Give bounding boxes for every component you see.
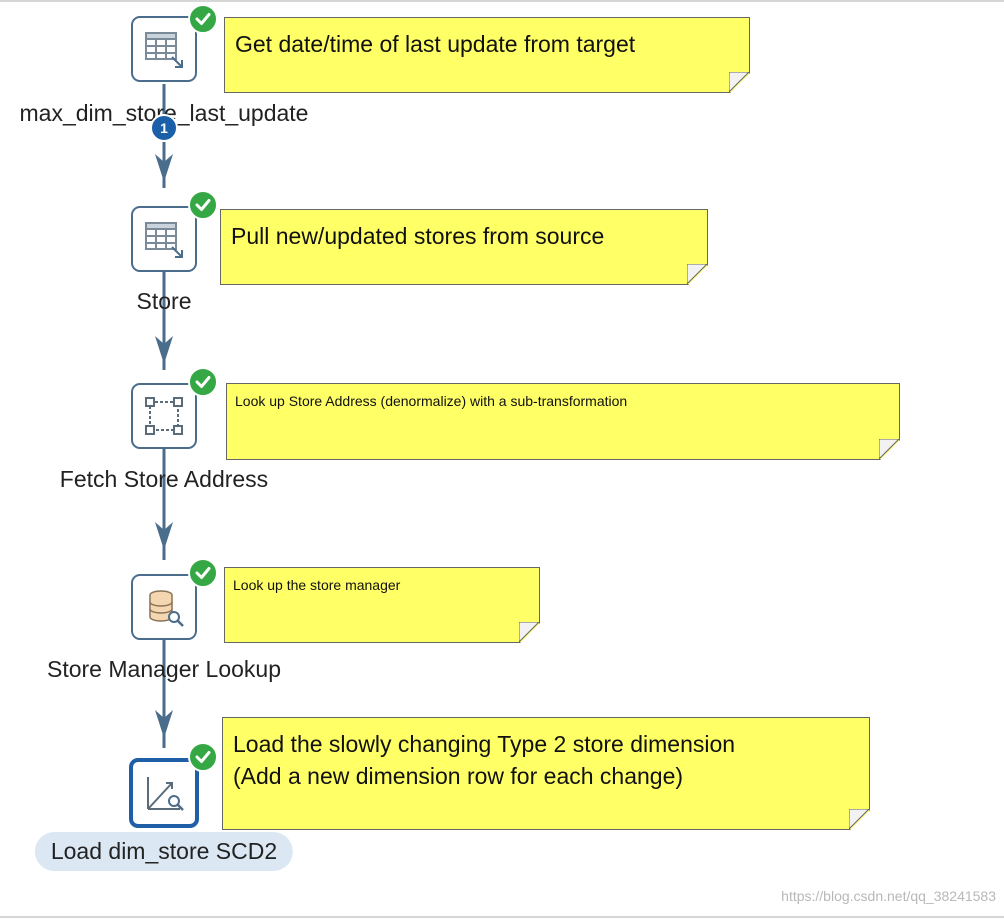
step-label-store-manager-lookup[interactable]: Store Manager Lookup: [47, 656, 281, 682]
note-fold-corner: [687, 264, 707, 284]
note-lookup-manager[interactable]: Look up the store manager: [224, 567, 540, 643]
table-input-icon: [145, 32, 183, 68]
note-lookup-address[interactable]: Look up Store Address (denormalize) with…: [226, 383, 900, 460]
note-fold-corner: [729, 72, 749, 92]
note-fold-corner: [519, 622, 539, 642]
success-check-icon: [188, 742, 218, 772]
note-text: Get date/time of last update from target: [235, 31, 636, 57]
step-label-fetch-store-address[interactable]: Fetch Store Address: [59, 466, 269, 492]
note-load-scd2[interactable]: Load the slowly changing Type 2 store di…: [222, 717, 870, 830]
success-check-icon: [188, 4, 218, 34]
success-check-icon: [188, 190, 218, 220]
step-store-manager-lookup[interactable]: [131, 574, 197, 640]
note-get-last-update[interactable]: Get date/time of last update from target: [224, 17, 750, 93]
note-fold-corner: [849, 809, 869, 829]
note-pull-stores[interactable]: Pull new/updated stores from source: [220, 209, 708, 285]
table-input-icon: [145, 222, 183, 258]
step-label-load-dim-store-scd2[interactable]: Load dim_store SCD2: [34, 832, 294, 871]
success-check-icon: [188, 558, 218, 588]
hop-arrow-2: [155, 336, 173, 364]
hop-arrow-1: [155, 154, 173, 182]
note-text: Look up Store Address (denormalize) with…: [235, 393, 628, 409]
dimension-lookup-icon: [147, 777, 184, 811]
step-load-dim-store-scd2[interactable]: [129, 758, 199, 828]
mapping-icon: [145, 397, 183, 435]
database-lookup-icon: [149, 590, 184, 627]
step-max-dim-store-last-update[interactable]: [131, 16, 197, 82]
step-store[interactable]: [131, 206, 197, 272]
hop-info-badge[interactable]: 1: [150, 114, 178, 142]
step-label-store[interactable]: Store: [136, 288, 192, 314]
note-text: Load the slowly changing Type 2 store di…: [233, 731, 736, 789]
success-check-icon: [188, 367, 218, 397]
watermark: https://blog.csdn.net/qq_38241583: [781, 888, 996, 904]
hop-arrow-4: [155, 710, 173, 738]
note-text: Look up the store manager: [233, 577, 401, 593]
hop-arrow-3: [155, 522, 173, 550]
note-text: Pull new/updated stores from source: [231, 223, 605, 249]
step-fetch-store-address[interactable]: [131, 383, 197, 449]
note-fold-corner: [879, 439, 899, 459]
